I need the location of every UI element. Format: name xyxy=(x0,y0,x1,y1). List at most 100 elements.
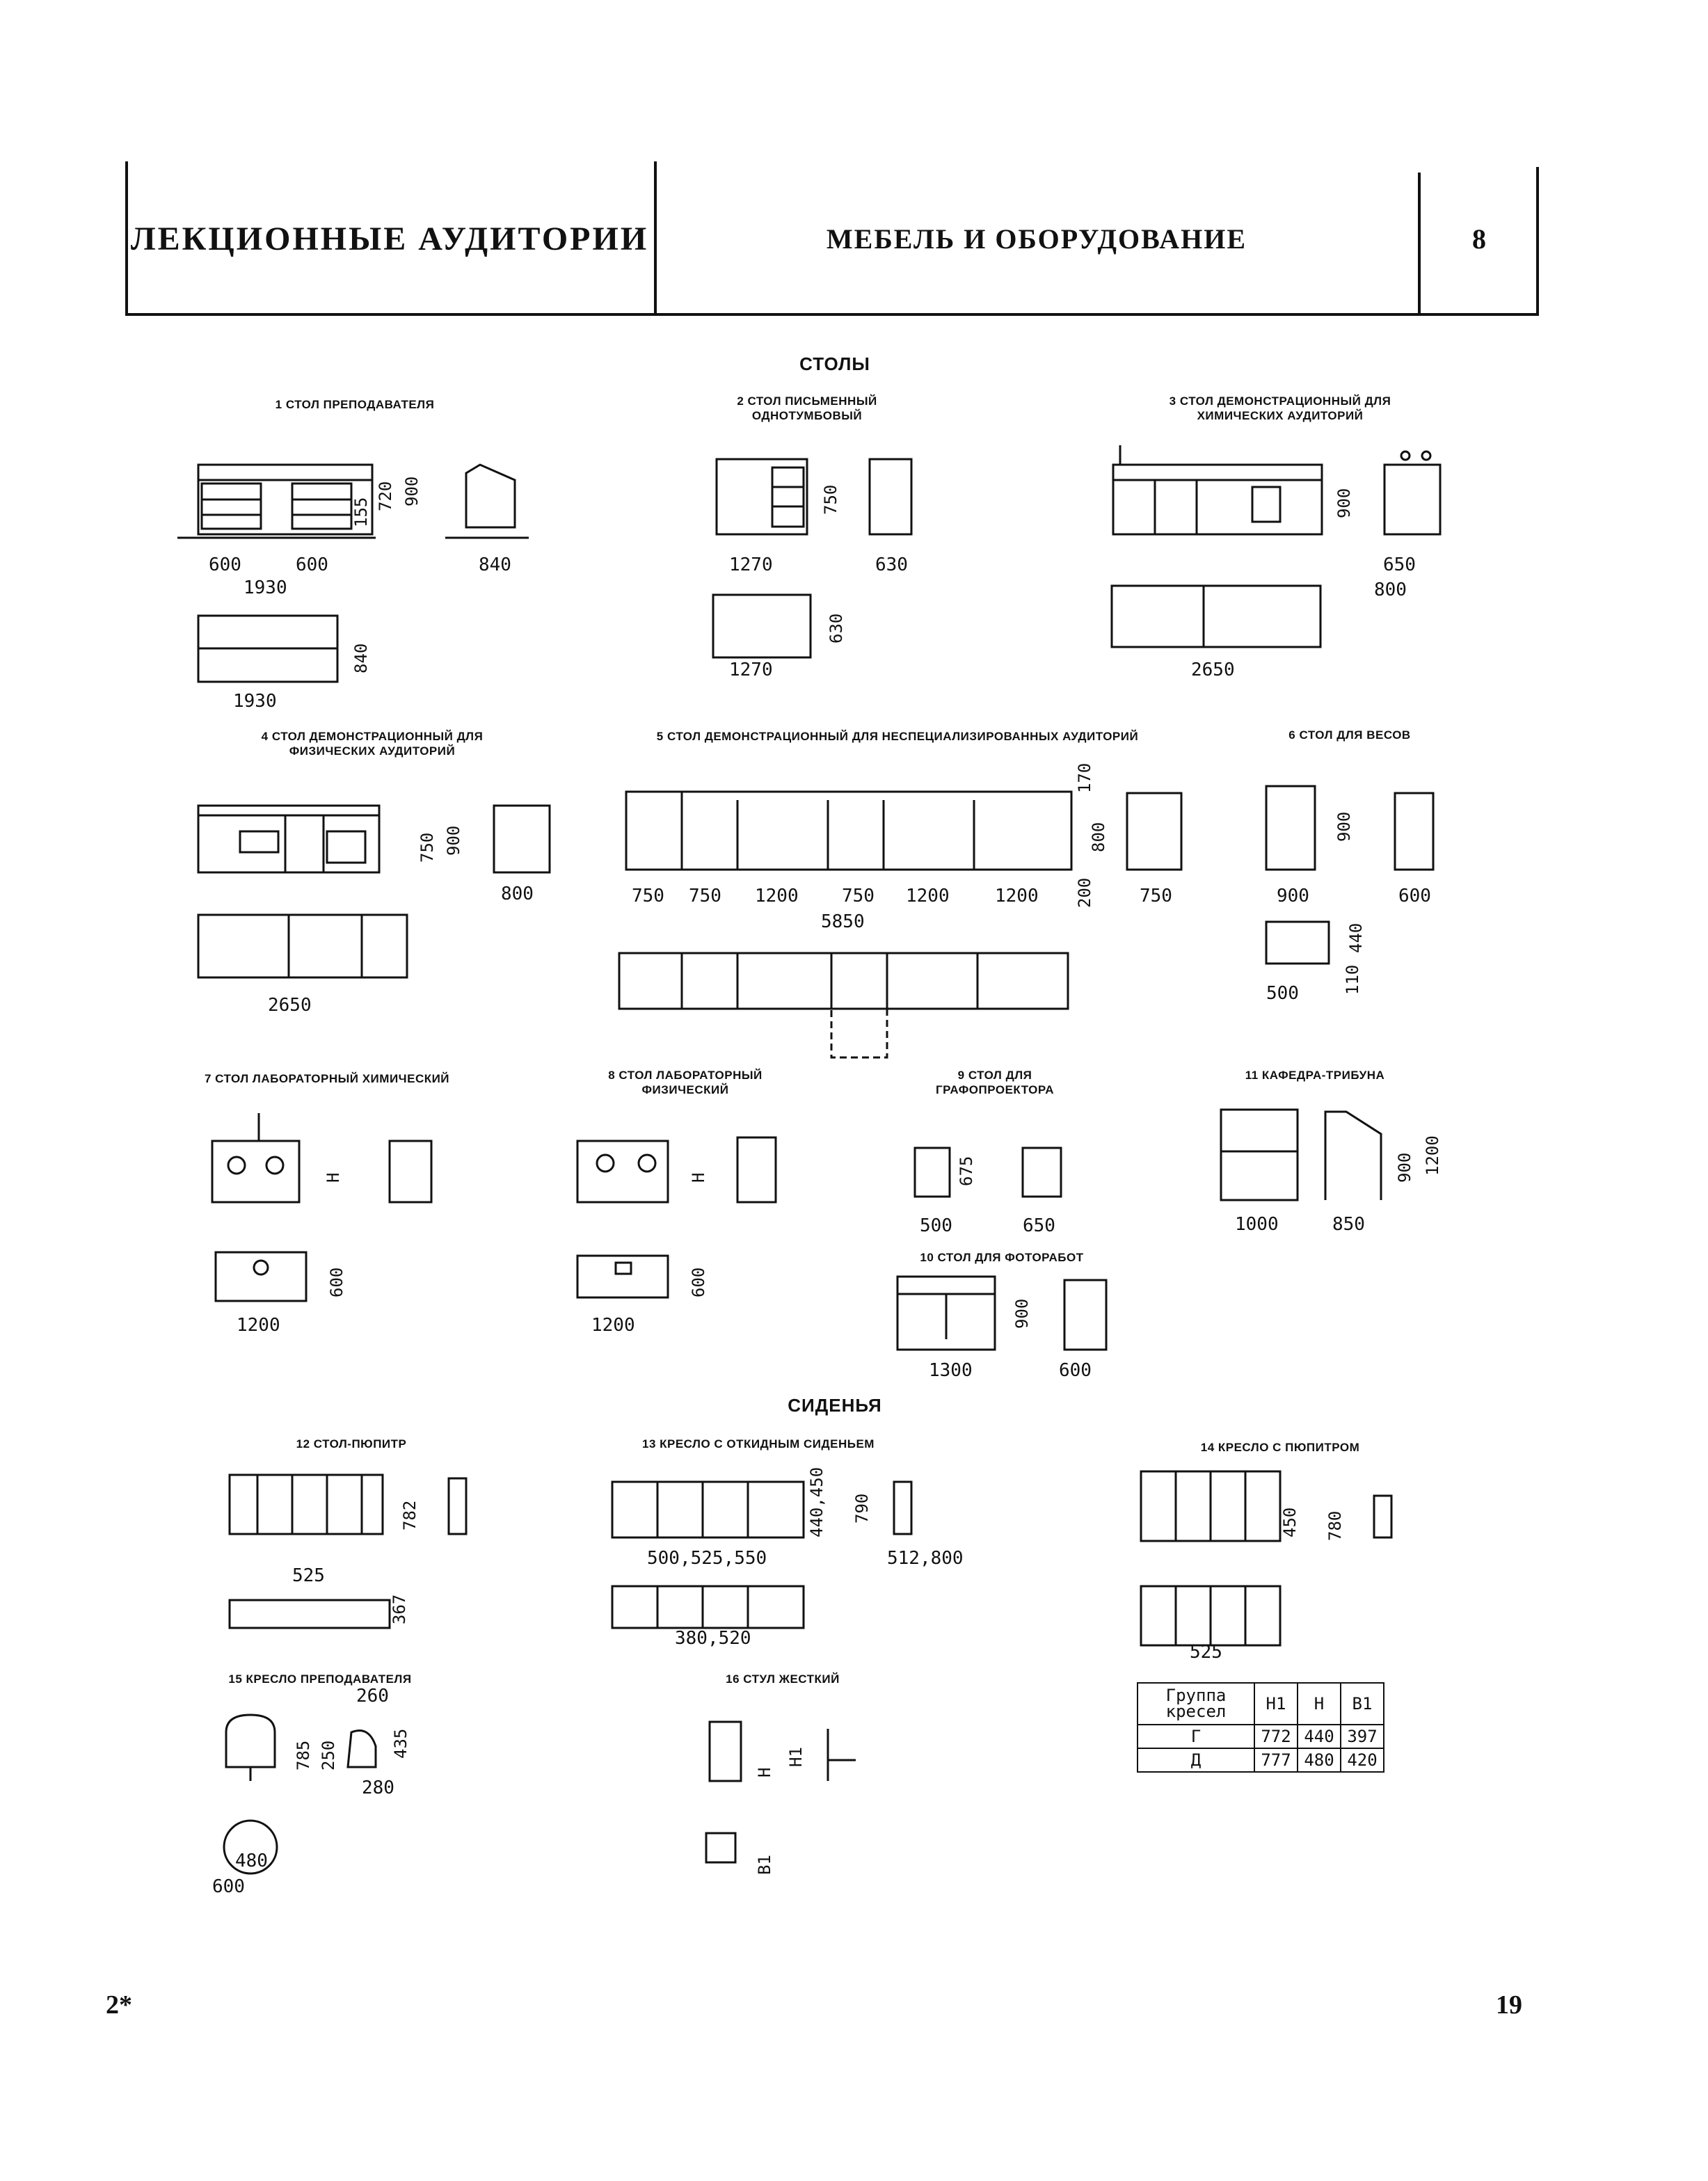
dim-label: 850 xyxy=(1332,1214,1365,1235)
dim-label: H xyxy=(324,1172,343,1183)
dim-label: 1930 xyxy=(244,577,287,598)
dim-label: 450 xyxy=(1280,1507,1300,1537)
dim-label: 1930 xyxy=(233,691,277,712)
dim-label: 260 xyxy=(356,1686,389,1707)
dim-label: 750 xyxy=(842,886,875,906)
dim-label: 900 xyxy=(1012,1298,1032,1329)
dim-label: B1 xyxy=(755,1855,774,1875)
dim-label: 600 xyxy=(1059,1360,1092,1381)
table-cell: 440 xyxy=(1297,1724,1341,1749)
caption-item-4: 4 СТОЛ ДЕМОНСТРАЦИОННЫЙ ДЛЯ ФИЗИЧЕСКИХ А… xyxy=(261,730,484,758)
dim-label: 512,800 xyxy=(887,1548,964,1569)
caption-item-2: 2 СТОЛ ПИСЬМЕННЫЙ ОДНОТУМБОВЫЙ xyxy=(737,394,877,423)
dim-label: 367 xyxy=(390,1594,409,1624)
dim-label: 675 xyxy=(957,1156,976,1186)
dim-label: H1 xyxy=(786,1747,806,1767)
dim-label: 650 xyxy=(1023,1215,1055,1236)
dim-label: 525 xyxy=(1190,1642,1222,1663)
seat-group-table: Группа кресел H1 H B1 Г 772 440 397 Д 77… xyxy=(1137,1682,1384,1773)
dim-label: 790 xyxy=(852,1493,872,1524)
dim-label: 500 xyxy=(920,1215,952,1236)
page-number: 19 xyxy=(1496,1990,1522,2020)
dim-label: 900 xyxy=(402,476,422,506)
dim-label: 250 xyxy=(319,1740,338,1771)
table-header-cell: B1 xyxy=(1340,1682,1384,1725)
dim-label: 110 xyxy=(1343,964,1362,995)
dim-label: 840 xyxy=(351,643,371,673)
table-header-cell: H xyxy=(1297,1682,1341,1725)
table-header-cell: H1 xyxy=(1254,1682,1298,1725)
dim-label: 750 xyxy=(1140,886,1172,906)
caption-item-5: 5 СТОЛ ДЕМОНСТРАЦИОННЫЙ ДЛЯ НЕСПЕЦИАЛИЗИ… xyxy=(656,730,1139,743)
dim-label: 900 xyxy=(444,825,463,856)
dim-label: 600 xyxy=(212,1876,245,1897)
dim-label: 5850 xyxy=(821,911,865,932)
dim-label: 630 xyxy=(827,613,846,644)
teacher-table-drawing xyxy=(177,463,529,683)
photo-table-drawing xyxy=(896,1275,1108,1351)
scale-table-drawing xyxy=(1265,785,1435,965)
sheet-header: ЛЕКЦИОННЫЕ АУДИТОРИИ МЕБЕЛЬ И ОБОРУДОВАН… xyxy=(125,161,1539,316)
dim-label: 900 xyxy=(1334,811,1354,842)
dim-label: 750 xyxy=(417,832,437,863)
dim-label: 600 xyxy=(209,554,241,575)
caption-item-10: 10 СТОЛ ДЛЯ ФОТОРАБОТ xyxy=(920,1251,1084,1264)
dim-label: 650 xyxy=(1383,554,1416,575)
dim-label: 440,450 xyxy=(807,1467,827,1537)
dim-label: 1200 xyxy=(755,886,799,906)
dim-label: 750 xyxy=(821,484,840,515)
dim-label: 280 xyxy=(362,1777,394,1798)
dim-label: 500,525,550 xyxy=(647,1548,767,1569)
caption-item-7: 7 СТОЛ ЛАБОРАТОРНЫЙ ХИМИЧЕСКИЙ xyxy=(204,1072,450,1085)
projector-table-drawing xyxy=(913,1147,1062,1198)
chair-with-desk-drawing xyxy=(1140,1470,1393,1647)
dim-label: 800 xyxy=(1089,822,1108,852)
caption-item-15: 15 КРЕСЛО ПРЕПОДАВАТЕЛЯ xyxy=(228,1672,412,1686)
dim-label: 1200 xyxy=(995,886,1039,906)
table-row: Д 777 480 420 xyxy=(1137,1748,1384,1773)
chemistry-lab-table-drawing xyxy=(211,1113,433,1302)
dim-label: 1270 xyxy=(729,660,773,680)
dim-label: 630 xyxy=(875,554,908,575)
dim-label: H xyxy=(689,1172,708,1183)
physics-demo-table-drawing xyxy=(197,804,551,979)
desk-row-drawing xyxy=(228,1473,468,1629)
dim-label: 780 xyxy=(1325,1510,1345,1541)
dim-label: 200 xyxy=(1075,877,1094,908)
section-title: ЛЕКЦИОННЫЕ АУДИТОРИИ xyxy=(130,220,649,257)
section-heading-tables: СТОЛЫ xyxy=(799,353,870,374)
dim-label: 782 xyxy=(400,1500,420,1531)
dim-label: 2650 xyxy=(1191,660,1235,680)
dim-label: 1000 xyxy=(1235,1214,1279,1235)
dim-label: 750 xyxy=(632,886,664,906)
caption-item-13: 13 КРЕСЛО С ОТКИДНЫМ СИДЕНЬЕМ xyxy=(642,1437,875,1451)
table-header-cell: Группа кресел xyxy=(1137,1682,1255,1725)
caption-item-11: 11 КАФЕДРА-ТРИБУНА xyxy=(1245,1069,1385,1082)
caption-item-9: 9 СТОЛ ДЛЯ ГРАФОПРОЕКТОРА xyxy=(935,1069,1055,1097)
sheet-number: 8 xyxy=(1472,223,1486,255)
dim-label: 600 xyxy=(327,1267,346,1297)
dim-label: 170 xyxy=(1075,762,1094,793)
table-cell: Г xyxy=(1137,1724,1255,1749)
caption-item-12: 12 СТОЛ-ПЮПИТР xyxy=(296,1437,407,1451)
dim-label: 380,520 xyxy=(675,1628,751,1649)
dim-label: 785 xyxy=(294,1740,313,1771)
dim-label: 900 xyxy=(1395,1152,1414,1183)
dim-label: 1270 xyxy=(729,554,773,575)
section-heading-seating: СИДЕНЬЯ xyxy=(788,1395,882,1416)
dim-label: H xyxy=(755,1767,774,1777)
dim-label: 435 xyxy=(391,1728,410,1759)
dim-label: 600 xyxy=(1398,886,1431,906)
caption-item-1: 1 СТОЛ ПРЕПОДАВАТЕЛЯ xyxy=(275,398,435,411)
dim-label: 155 xyxy=(351,497,371,527)
table-cell: 397 xyxy=(1340,1724,1384,1749)
dim-label: 1200 xyxy=(1423,1135,1442,1176)
dim-label: 600 xyxy=(689,1267,708,1297)
teacher-chair-drawing xyxy=(223,1713,377,1875)
dim-label: 900 xyxy=(1277,886,1309,906)
table-cell: 777 xyxy=(1254,1748,1298,1773)
table-cell: 772 xyxy=(1254,1724,1298,1749)
dim-label: 2650 xyxy=(268,995,312,1016)
caption-item-14: 14 КРЕСЛО С ПЮПИТРОМ xyxy=(1200,1441,1360,1454)
